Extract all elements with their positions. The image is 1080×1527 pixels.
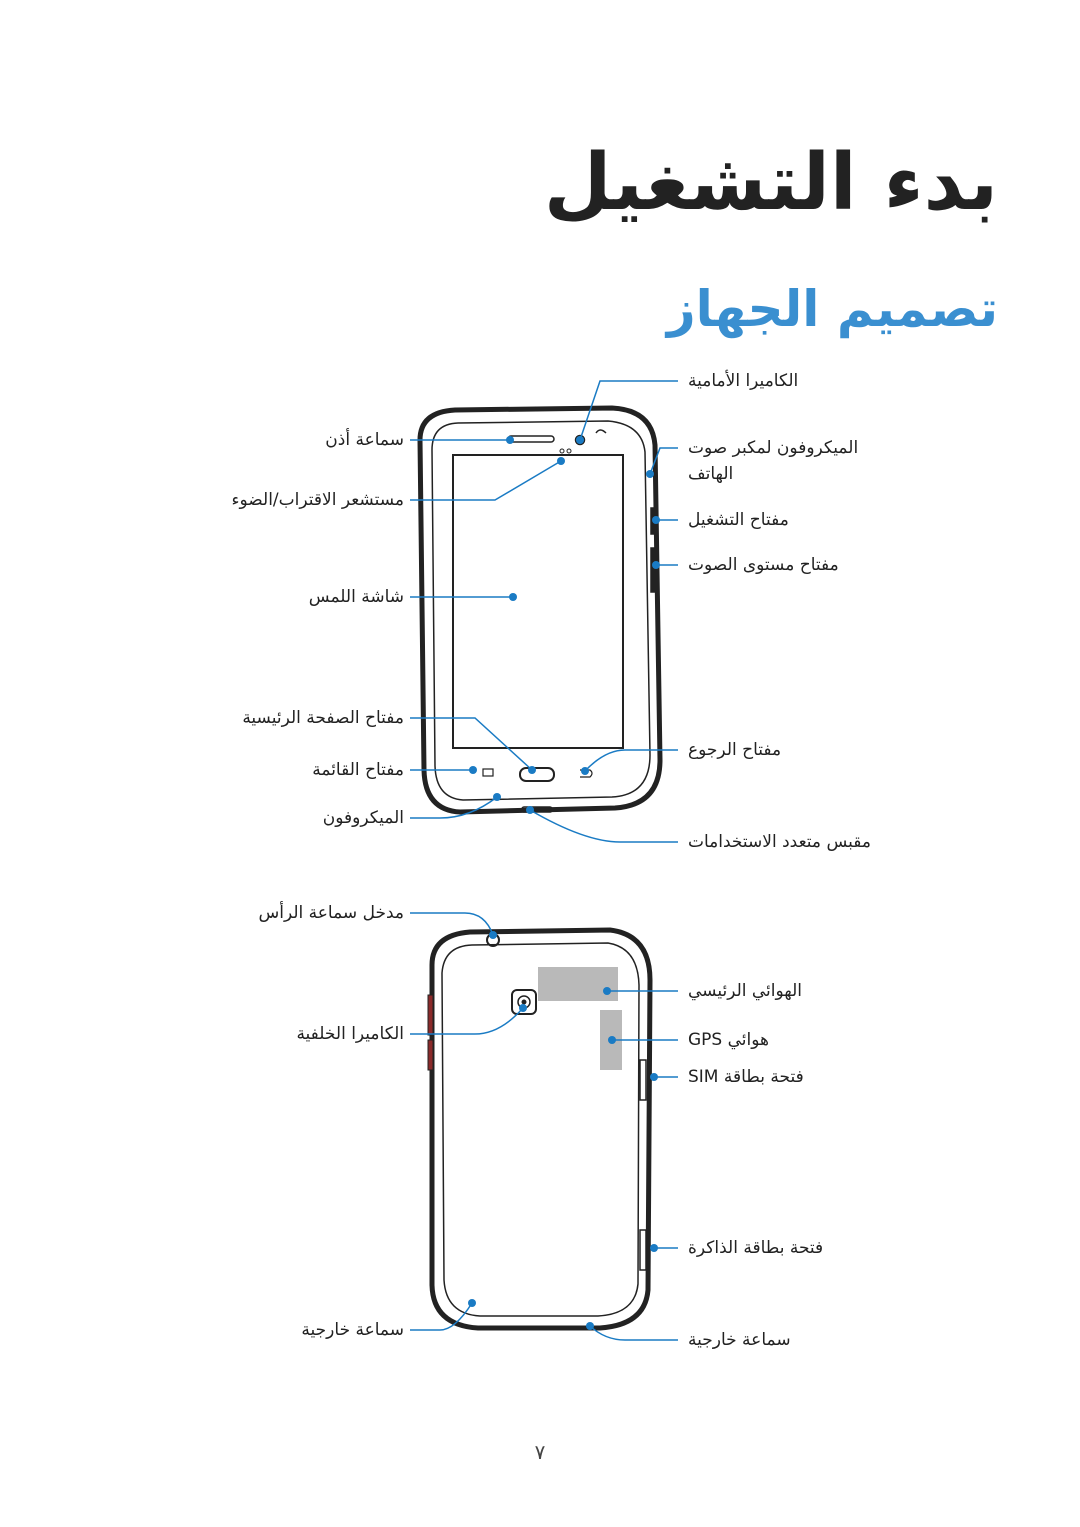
label-mic-speaker-2: الهاتف (688, 464, 734, 484)
home-key (519, 767, 555, 782)
label-touchscreen: شاشة اللمس (308, 587, 404, 607)
label-menu-key: مفتاح القائمة (312, 760, 404, 780)
label-power-key: مفتاح التشغيل (688, 510, 789, 530)
label-gps-antenna: هوائي GPS (688, 1030, 769, 1050)
label-speaker-left: سماعة خارجية (301, 1320, 404, 1340)
label-earpiece: سماعة أذن (325, 430, 404, 450)
label-microphone: الميكروفون (322, 808, 404, 828)
label-memory-slot: فتحة بطاقة الذاكرة (688, 1238, 824, 1258)
screen (452, 454, 624, 749)
back-leader-dots (468, 931, 658, 1330)
label-front-camera: الكاميرا الأمامية (688, 371, 799, 391)
earpiece-grille (507, 435, 555, 443)
front-leaders (410, 380, 678, 843)
front-camera-lens (574, 434, 586, 446)
label-rear-camera: الكاميرا الخلفية (296, 1024, 404, 1044)
back-leaders (410, 912, 678, 1341)
main-antenna-area (538, 967, 618, 1001)
label-headset-jack: مدخل سماعة الرأس (258, 903, 405, 923)
label-sim-slot: فتحة بطاقة SIM (688, 1067, 804, 1087)
front-device (417, 405, 663, 815)
rear-camera-lens (511, 989, 537, 1015)
label-main-antenna: الهوائي الرئيسي (688, 981, 803, 1001)
back-device (427, 927, 653, 1331)
page-title: بدء التشغيل (543, 138, 998, 228)
menu-icon (482, 768, 494, 777)
page-number: ٧ (534, 1440, 546, 1464)
label-back-key: مفتاح الرجوع (688, 740, 782, 760)
front-leader-dots (469, 436, 660, 814)
label-light-sensor: مستشعر الاقتراب/الضوء (231, 490, 404, 510)
label-home-key: مفتاح الصفحة الرئيسية (242, 708, 404, 728)
label-volume-key: مفتاح مستوى الصوت (688, 555, 839, 575)
section-title: تصميم الجهاز (666, 280, 998, 338)
label-speaker-right: سماعة خارجية (688, 1330, 791, 1350)
back-icon (580, 769, 593, 778)
label-mic-speaker-1: الميكروفون لمكبر صوت (688, 438, 859, 458)
label-multipurpose-jack: مقبس متعدد الاستخدامات (688, 832, 871, 852)
